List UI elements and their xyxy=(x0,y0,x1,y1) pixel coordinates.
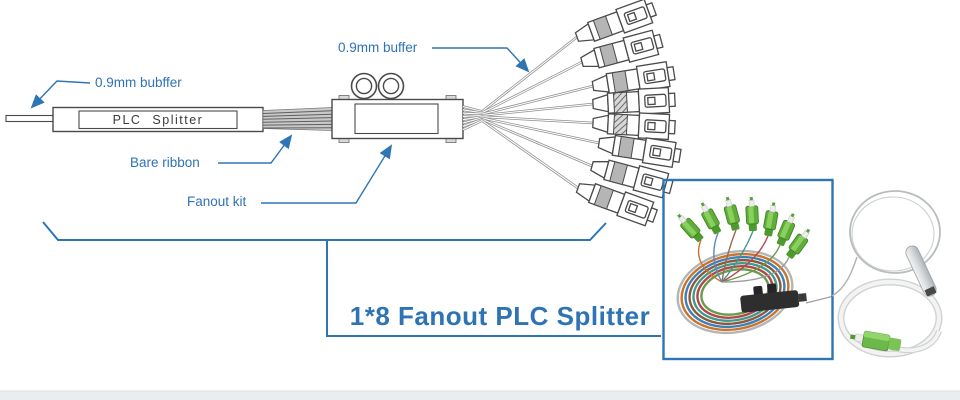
green-pigtail-connector xyxy=(744,196,760,232)
bare-ribbon xyxy=(262,107,333,131)
fan-connectors xyxy=(572,0,683,229)
photo-frame xyxy=(662,178,834,361)
steel-tube xyxy=(905,245,937,297)
green-pigtail-connector xyxy=(696,199,724,237)
fanout-block xyxy=(740,283,807,313)
transport-rings xyxy=(350,72,405,100)
green-pigtail-connector xyxy=(673,210,706,245)
input-fiber xyxy=(5,114,54,123)
label-output-buffer: 0.9mm buffer xyxy=(338,40,418,55)
fan-fibers xyxy=(462,35,600,190)
fanout-kit-body xyxy=(331,95,464,143)
label-input-buffer: 0.9mm bubffer xyxy=(95,75,182,90)
bottom-strip xyxy=(0,390,960,400)
green-pigtail-connector xyxy=(720,195,743,233)
leader-bare-ribbon xyxy=(218,134,293,164)
leader-fanout-kit xyxy=(261,144,393,204)
steel-tube-splitter xyxy=(831,190,943,358)
leader-input-buffer xyxy=(30,80,91,109)
pigtail-fibers xyxy=(697,229,790,283)
sc-connector xyxy=(591,109,677,141)
photo-green-connector xyxy=(850,330,902,352)
brace xyxy=(42,221,661,337)
label-bare-ribbon: Bare ribbon xyxy=(130,155,200,170)
diagram-title: 1*8 Fanout PLC Splitter xyxy=(349,301,651,331)
plc-splitter-label: PLC Splitter xyxy=(112,113,204,127)
leader-output-buffer xyxy=(432,47,530,73)
splitter-body xyxy=(52,106,264,133)
product-photo xyxy=(662,178,943,361)
green-pigtail-connector xyxy=(761,200,781,238)
label-fanout-kit: Fanout kit xyxy=(187,194,247,209)
callout-leaders xyxy=(30,47,530,204)
